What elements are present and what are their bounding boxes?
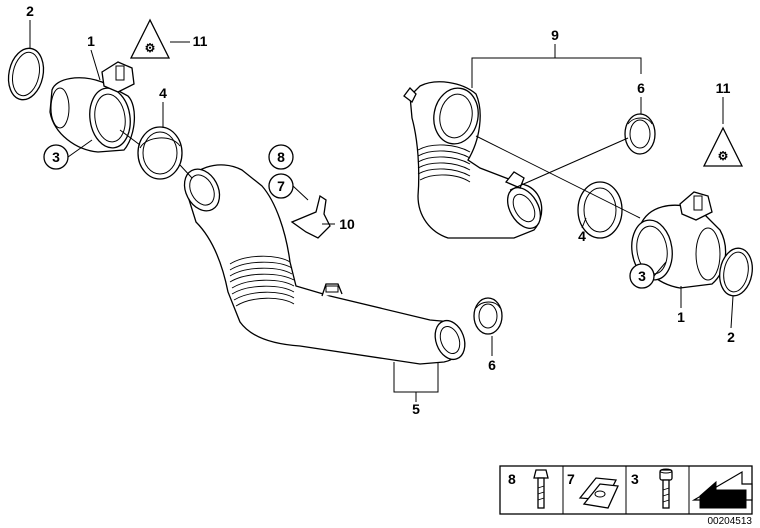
arrow-icon [691, 470, 753, 509]
intake-hose-part-5 [183, 164, 466, 365]
grommet-part-6-right [624, 113, 656, 155]
callout-label: 5 [412, 401, 420, 417]
document-number: 00204513 [708, 516, 753, 527]
callout-label: 2 [727, 329, 735, 345]
intake-hose-part-9 [403, 81, 543, 239]
clamp-band-part-4-left [137, 126, 183, 180]
screw-icon [659, 468, 673, 509]
callout-label: 6 [637, 80, 645, 96]
air-mass-meter-part-1-left [49, 61, 135, 153]
svg-text:⚙: ⚙ [145, 41, 156, 55]
callout-label: 9 [551, 27, 559, 43]
callout-label: 1 [87, 33, 95, 49]
callout-label: 10 [339, 216, 355, 232]
callout-label: 1 [677, 309, 685, 325]
warning-triangle-icon-left: ⚙ [129, 18, 171, 59]
leader-lines-right [471, 44, 734, 329]
callout-circle-3-left: 3 [43, 144, 69, 170]
warning-triangle-icon-right: ⚙ [702, 126, 744, 167]
fastener-legend: 8 7 3 [499, 465, 753, 515]
clamp-band-part-4-right [577, 181, 623, 239]
callout-label: 3 [638, 268, 646, 284]
callout-label: 3 [52, 149, 60, 165]
callout-label: 11 [193, 33, 208, 49]
seal-ring-part-2-left [7, 47, 45, 101]
callout-circle-7: 7 [268, 173, 294, 199]
bolt-icon [533, 469, 549, 509]
callout-label: 4 [159, 85, 167, 101]
svg-text:⚙: ⚙ [718, 149, 729, 163]
bracket-part-10 [290, 194, 331, 239]
callout-circle-8: 8 [268, 144, 294, 170]
callout-label: 2 [26, 3, 34, 19]
leader-lines-left [29, 20, 493, 402]
clip-nut-icon [578, 477, 619, 509]
callout-label: 11 [716, 80, 731, 96]
callout-label: 6 [488, 357, 496, 373]
callout-circle-3-right: 3 [629, 263, 655, 289]
legend-label: 3 [631, 471, 639, 487]
seal-ring-part-2-right [719, 247, 753, 297]
grommet-part-6-left [473, 297, 503, 335]
callout-label: 4 [578, 228, 586, 244]
legend-label: 7 [567, 471, 575, 487]
callout-label: 8 [277, 149, 285, 165]
legend-label: 8 [508, 471, 516, 487]
callout-label: 7 [277, 178, 285, 194]
